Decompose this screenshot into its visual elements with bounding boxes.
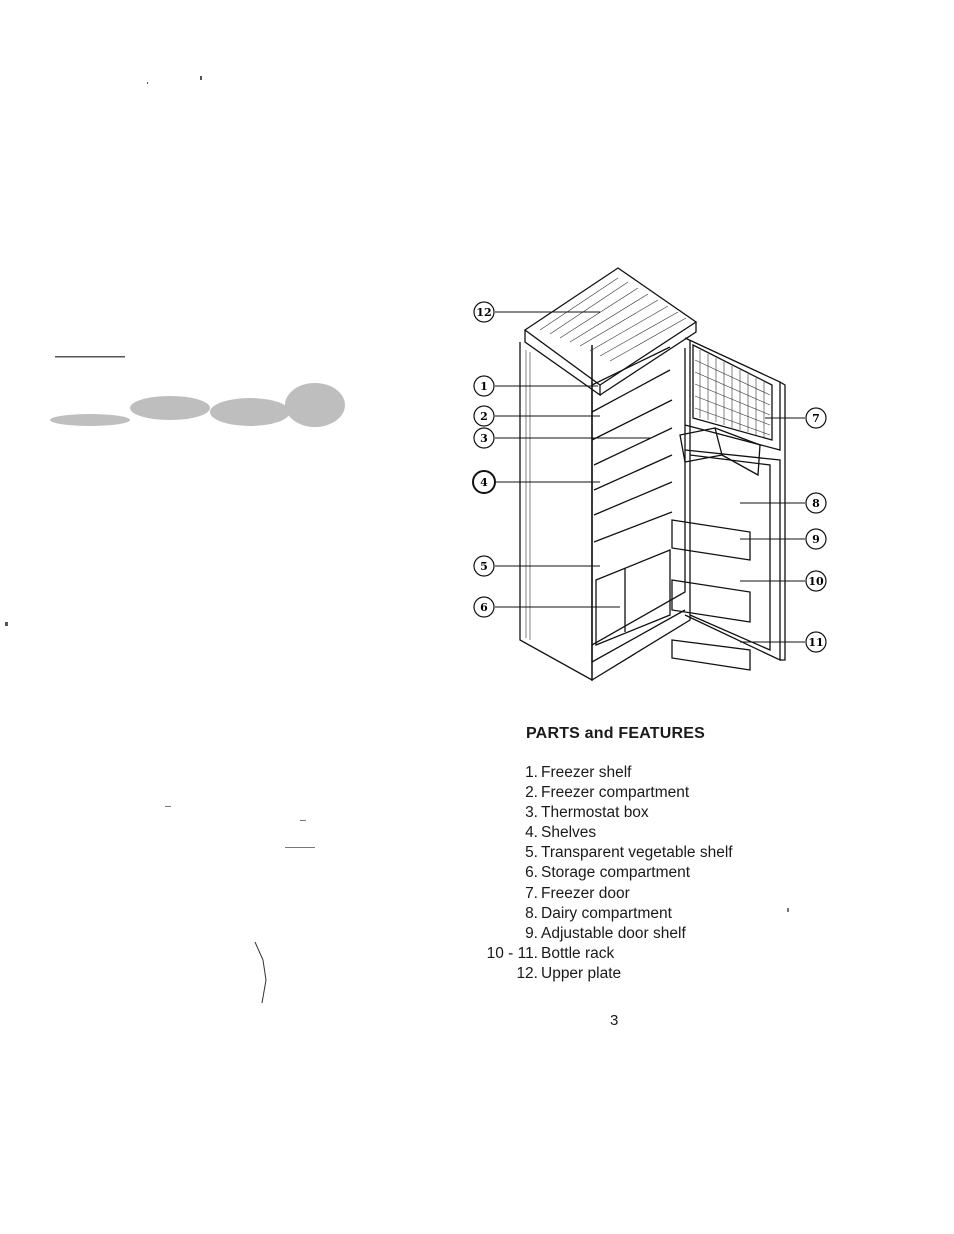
item-number: 12. <box>516 964 538 982</box>
item-number: 2. <box>525 784 538 802</box>
svg-text:10: 10 <box>808 575 824 588</box>
callout-4: 4 <box>472 470 496 494</box>
callout-7: 7 <box>805 407 827 429</box>
freezer-door-outline <box>684 337 781 451</box>
list-item: 4.Shelves <box>470 823 790 843</box>
item-label: Storage compartment <box>541 864 691 882</box>
item-number: 9. <box>525 924 538 942</box>
item-label: Adjustable door shelf <box>541 924 686 942</box>
list-item: 5.Transparent vegetable shelf <box>470 843 790 863</box>
list-item: 10 - 11.Bottle rack <box>470 944 790 964</box>
list-item: 12.Upper plate <box>470 964 790 984</box>
svg-text:12: 12 <box>476 306 491 319</box>
svg-text:5: 5 <box>480 560 488 573</box>
item-number: 10 - 11. <box>486 944 538 962</box>
callout-10: 10 <box>805 570 827 592</box>
refrigerator-diagram: 12 1 2 3 4 5 6 7 8 9 10 11 <box>472 267 827 682</box>
list-item: 8.Dairy compartment <box>470 904 790 924</box>
section-title: PARTS and FEATURES <box>526 725 706 742</box>
item-label: Freezer compartment <box>541 784 690 802</box>
fridge-door-outline <box>684 449 781 662</box>
list-item: 7.Freezer door <box>470 884 790 904</box>
svg-text:9: 9 <box>812 533 820 546</box>
item-label: Thermostat box <box>541 804 649 822</box>
svg-text:1: 1 <box>480 380 488 393</box>
svg-text:11: 11 <box>808 636 823 649</box>
door-shelf-outline <box>671 519 751 561</box>
item-number: 8. <box>525 904 538 922</box>
callout-9: 9 <box>805 528 827 550</box>
svg-text:4: 4 <box>480 476 488 489</box>
item-number: 7. <box>525 884 538 902</box>
item-label: Bottle rack <box>541 944 615 962</box>
callout-11: 11 <box>805 631 827 653</box>
svg-text:8: 8 <box>812 497 820 510</box>
freezer-shelf-outline <box>591 346 671 386</box>
list-item: 2.Freezer compartment <box>470 783 790 803</box>
item-number: 5. <box>525 844 538 862</box>
parts-list: 1.Freezer shelf 2.Freezer compartment 3.… <box>470 763 790 984</box>
item-number: 6. <box>525 864 538 882</box>
svg-text:6: 6 <box>480 601 488 614</box>
list-item: 9.Adjustable door shelf <box>470 924 790 944</box>
crisper-outline <box>595 549 671 646</box>
list-item: 3.Thermostat box <box>470 803 790 823</box>
svg-text:3: 3 <box>480 432 488 445</box>
upper-plate-outline <box>523 267 698 386</box>
callout-1: 1 <box>473 375 495 397</box>
item-label: Upper plate <box>541 964 622 982</box>
item-number: 3. <box>525 804 538 822</box>
item-number: 4. <box>525 824 538 842</box>
callout-2: 2 <box>473 405 495 427</box>
callout-3: 3 <box>473 427 495 449</box>
item-label: Transparent vegetable shelf <box>541 844 733 862</box>
svg-text:2: 2 <box>480 410 488 423</box>
bottle-rack-outline <box>671 579 751 623</box>
item-label: Dairy compartment <box>541 904 672 922</box>
item-number: 1. <box>525 764 538 781</box>
item-label: Freezer door <box>541 884 630 902</box>
svg-text:7: 7 <box>812 412 820 425</box>
item-label: Shelves <box>541 824 597 842</box>
list-item: 6.Storage compartment <box>470 863 790 883</box>
list-item: 1.Freezer shelf <box>470 763 790 783</box>
callout-8: 8 <box>805 492 827 514</box>
item-label: Freezer shelf <box>541 764 632 781</box>
page-number: 3 <box>610 1012 619 1029</box>
callout-6: 6 <box>473 596 495 618</box>
cabinet-outline <box>519 342 593 682</box>
callout-12: 12 <box>473 301 495 323</box>
callout-5: 5 <box>473 555 495 577</box>
